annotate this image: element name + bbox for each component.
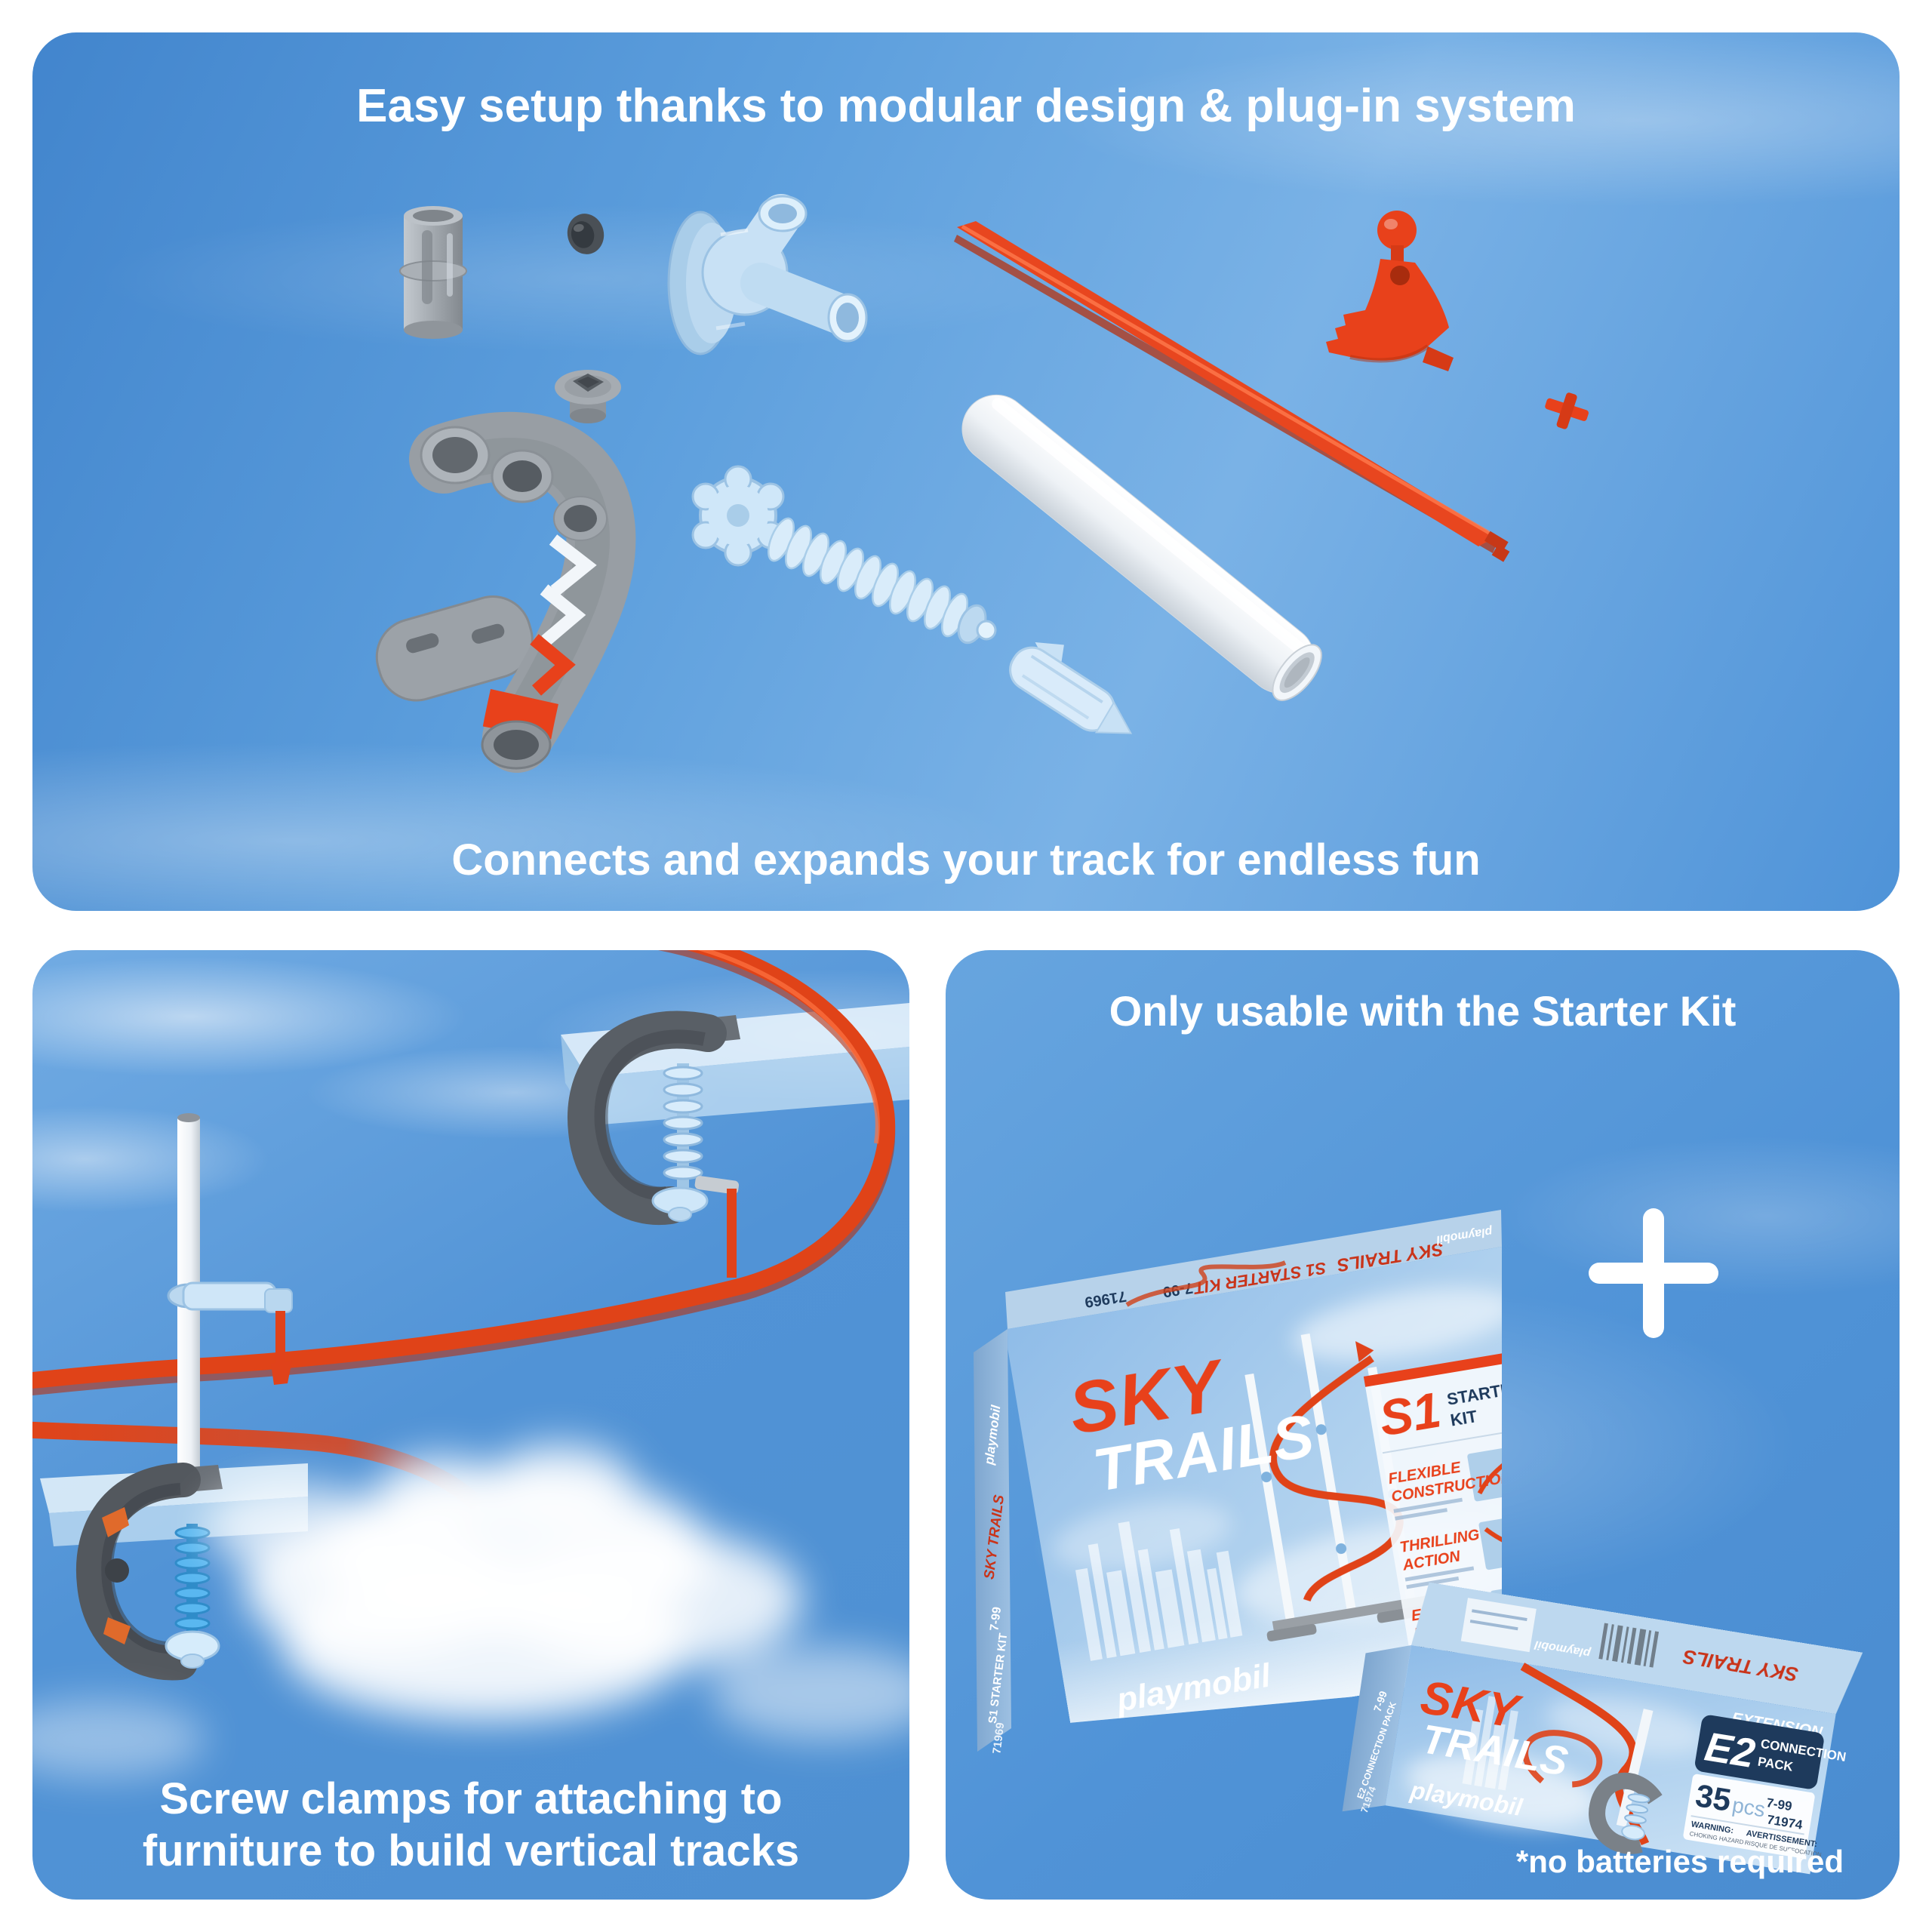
starter-code: S1 <box>1375 1381 1444 1446</box>
curved-track-support-part <box>375 411 636 773</box>
bl-caption-line2: furniture to build vertical tracks <box>142 1826 800 1875</box>
starter-side-age: 7-99 <box>988 1606 1004 1632</box>
top-heading: Easy setup thanks to modular design & pl… <box>356 80 1576 132</box>
connection-label: E2 CONNECTION PACK <box>1695 1715 1847 1789</box>
boxes-illustration: 71969 7-99 S1 STARTER KIT SKY TRAILS pla… <box>974 1208 1863 1875</box>
panel-screw-clamps: Screw clamps for attaching to furniture … <box>32 950 909 1900</box>
cloud <box>32 1443 909 1778</box>
starter-kit-box: 71969 7-99 S1 STARTER KIT SKY TRAILS pla… <box>974 1210 1502 1755</box>
connection-pieces-unit: pcs <box>1730 1793 1767 1822</box>
tube-connector-part <box>399 206 467 339</box>
support-tube-part <box>961 394 1322 701</box>
connection-box-top-face: SKY TRAILS playmobil <box>1411 1582 1863 1715</box>
connection-box-front-face: EXTENSION ERWEITERUNG E2 CONNECTION PACK… <box>1385 1645 1847 1875</box>
parts-illustration <box>375 194 1589 773</box>
panel-modular-design: Easy setup thanks to modular design & pl… <box>32 32 1900 911</box>
connection-box-side-face: 7-99 E2 CONNECTION PACK 71974 <box>1342 1645 1411 1814</box>
bl-caption: Screw clamps for attaching to furniture … <box>32 1774 909 1877</box>
connection-pieces-value: 35 <box>1693 1777 1734 1818</box>
br-heading: Only usable with the Starter Kit <box>1109 987 1737 1035</box>
track-clip-part <box>1326 211 1454 371</box>
top-caption: Connects and expands your track for endl… <box>451 835 1481 884</box>
cross-connector-part <box>667 194 868 355</box>
screw-clamp-top <box>568 1011 740 1278</box>
track-end-cap-part <box>1009 642 1133 734</box>
push-button-part <box>567 214 605 254</box>
no-batteries-note: *no batteries required <box>1515 1844 1844 1879</box>
connection-pack-box: SKY TRAILS playmobil 7-99 E2 CONNECTION … <box>1342 1582 1863 1875</box>
barcode <box>1598 1623 1660 1668</box>
track-holder-arm <box>167 1281 293 1385</box>
mini-cross-connector-part <box>1545 392 1589 429</box>
starter-code-suffix2: KIT <box>1449 1407 1479 1430</box>
box2-city <box>1462 1696 1518 1791</box>
starter-box-side-face: playmobil SKY TRAILS 7-99 S1 STARTER KIT… <box>974 1329 1011 1755</box>
clamp-scene-illustration <box>32 950 909 1778</box>
starter-side-item: 71969 <box>990 1722 1007 1755</box>
connection-code: E2 <box>1702 1724 1758 1777</box>
clamp-screw-part <box>691 465 997 645</box>
square-hole-grommet-part <box>555 370 621 423</box>
plus-icon <box>1589 1208 1718 1338</box>
panel-starter-kit-required: Only usable with the Starter Kit 71969 7… <box>946 950 1900 1900</box>
screw-clamp-bottom <box>76 1463 223 1681</box>
starter-box-front-face: SKY TRAILS S1 STARTER KIT <box>1008 1247 1502 1728</box>
rail-segment-part <box>954 221 1510 562</box>
box2-clamp-art <box>1589 1709 1663 1854</box>
bl-caption-line1: Screw clamps for attaching to <box>159 1774 783 1824</box>
